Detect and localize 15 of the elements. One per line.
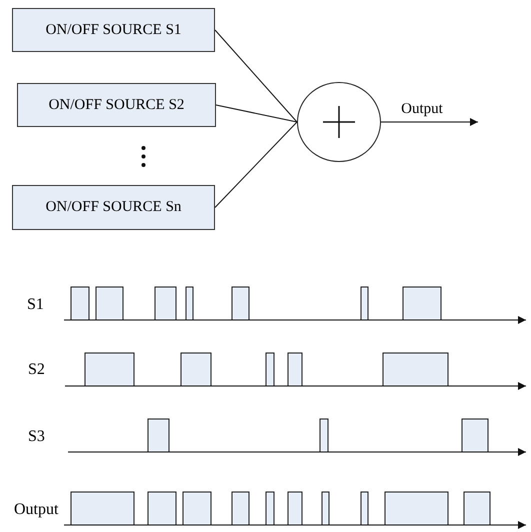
source-box bbox=[17, 83, 216, 127]
connector-line bbox=[214, 122, 298, 208]
source-box bbox=[12, 185, 215, 230]
output-arrow bbox=[380, 118, 478, 126]
box-label: ON/OFF SOURCE S2 bbox=[48, 96, 184, 114]
box-label: ON/OFF SOURCE Sn bbox=[46, 199, 182, 216]
box-label: ON/OFF SOURCE S1 bbox=[46, 22, 182, 38]
connector-line bbox=[214, 30, 298, 122]
signal-label: S2 bbox=[28, 362, 45, 378]
signal-label: Output bbox=[14, 502, 58, 518]
signal-label: S3 bbox=[28, 429, 45, 445]
connector-line bbox=[216, 104, 298, 122]
source-box bbox=[12, 8, 215, 52]
edge-label: Output bbox=[400, 102, 444, 117]
signal-label: S1 bbox=[27, 297, 44, 313]
